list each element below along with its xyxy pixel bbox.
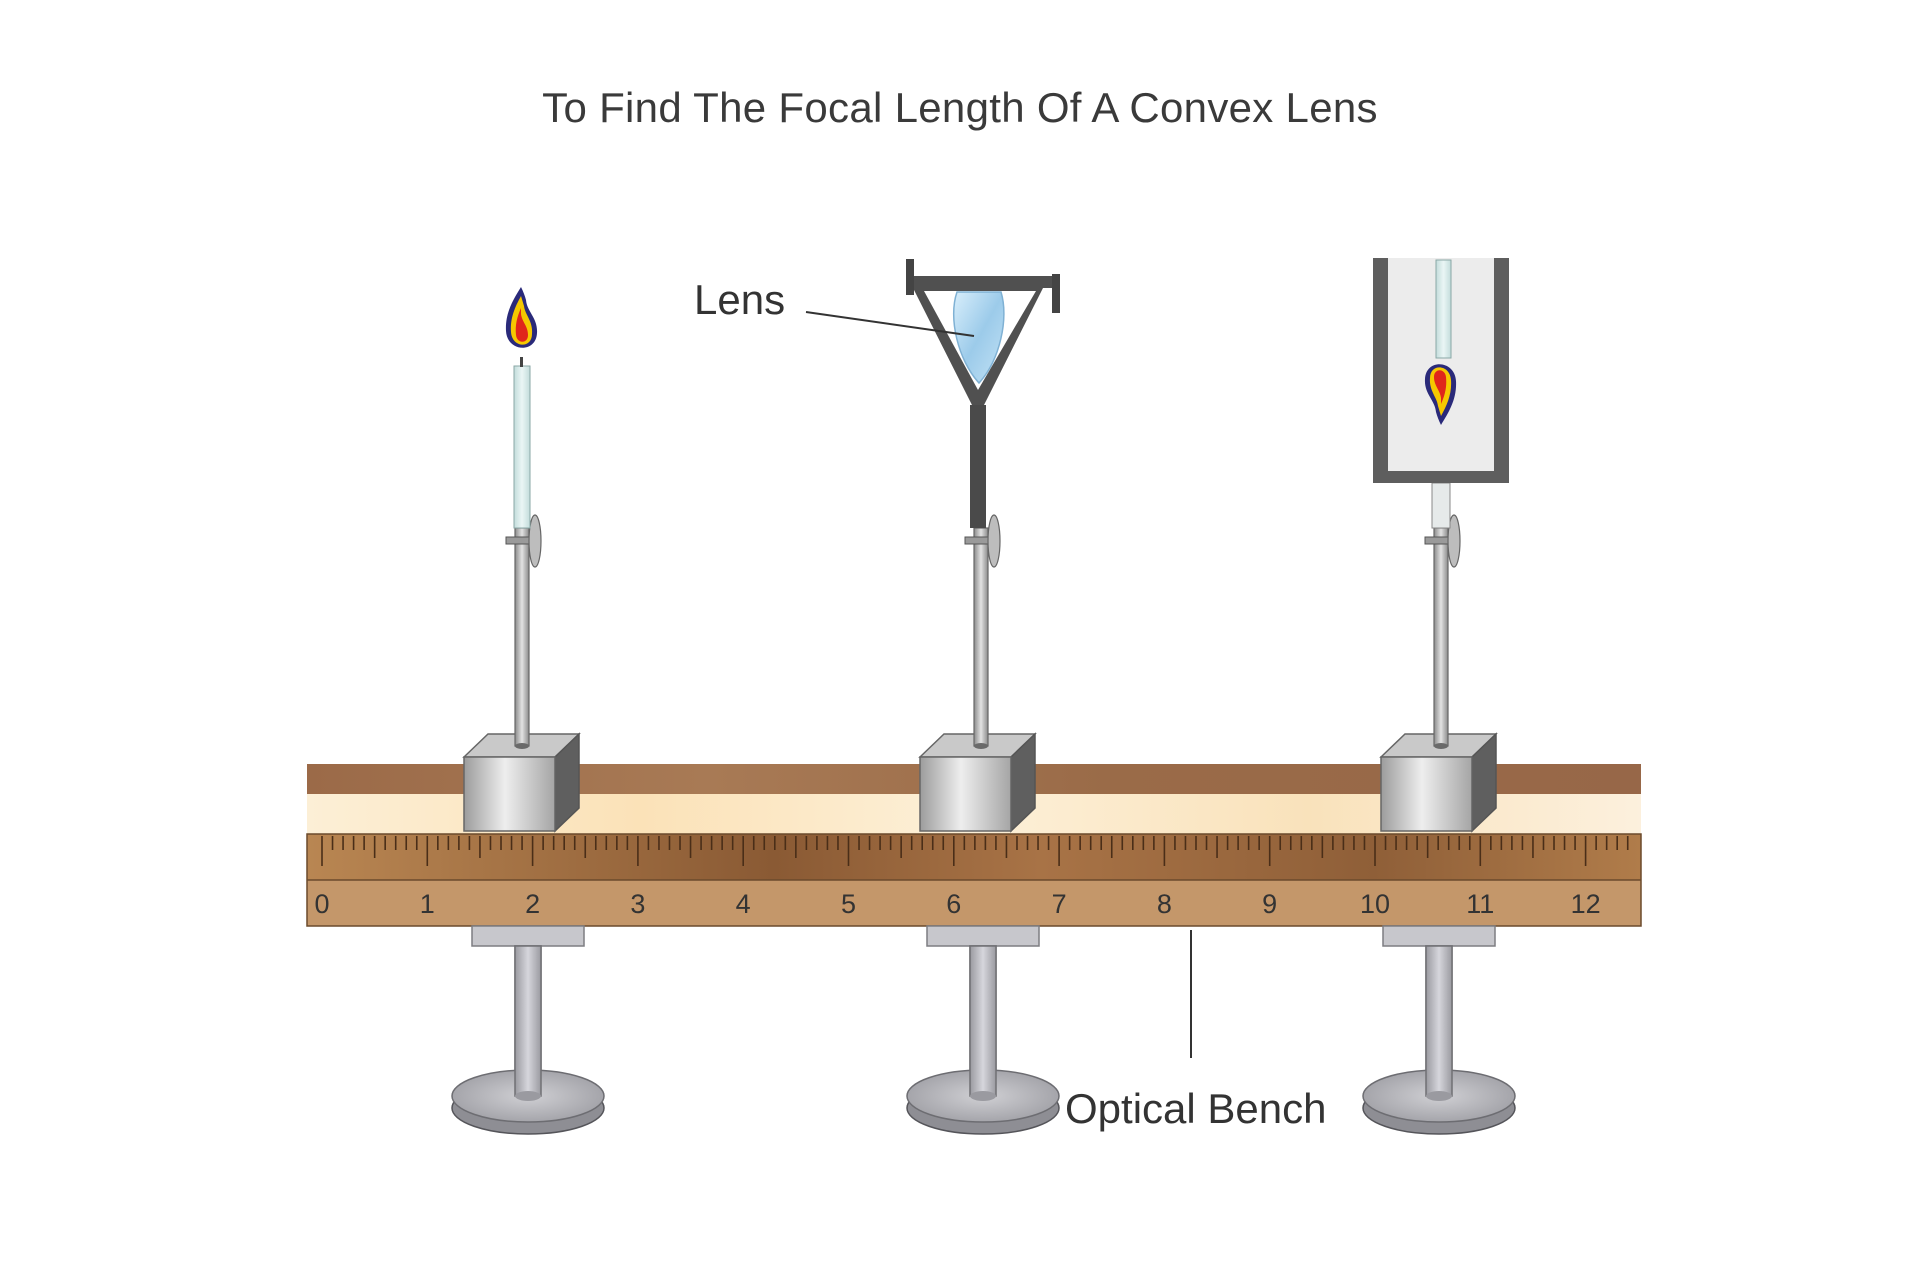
candle-stand: [505, 287, 542, 749]
block-middle: [918, 732, 1037, 833]
stand-left-base: [451, 925, 605, 1135]
ruler-tick-label: 9: [1262, 889, 1277, 919]
stand-right-base: [1362, 925, 1516, 1135]
lens-stand: [906, 259, 1060, 749]
ruler-tick-label: 8: [1157, 889, 1172, 919]
ruler-tick-label: 3: [630, 889, 645, 919]
ruler-tick-label: 11: [1466, 889, 1494, 919]
block-left: [462, 732, 581, 833]
ruler-tick-label: 12: [1571, 889, 1601, 919]
ruler-tick-label: 10: [1360, 889, 1390, 919]
ruler-tick-label: 5: [841, 889, 856, 919]
lens-leader: [805, 311, 975, 337]
lens-icon: [952, 291, 1005, 385]
ruler-minor-ticks: [321, 836, 1629, 866]
diagram-title: To Find The Focal Length Of A Convex Len…: [542, 84, 1378, 131]
candle-flame-icon: [505, 287, 538, 367]
inverted-flame-icon: [1424, 364, 1457, 425]
ruler-tick-label: 4: [736, 889, 751, 919]
ruler-tick-label: 1: [420, 889, 435, 919]
block-right: [1379, 732, 1498, 833]
stand-middle-base: [906, 925, 1060, 1135]
candle-icon: [513, 365, 531, 529]
ruler-tick-label: 6: [946, 889, 961, 919]
optical-bench-label: Optical Bench: [1065, 1085, 1327, 1132]
lens-label: Lens: [694, 276, 786, 323]
ruler-tick-label: 2: [525, 889, 540, 919]
ruler-tick-label: 0: [314, 889, 329, 919]
screen-stand: [1373, 258, 1509, 749]
ruler-tick-label: 7: [1052, 889, 1067, 919]
